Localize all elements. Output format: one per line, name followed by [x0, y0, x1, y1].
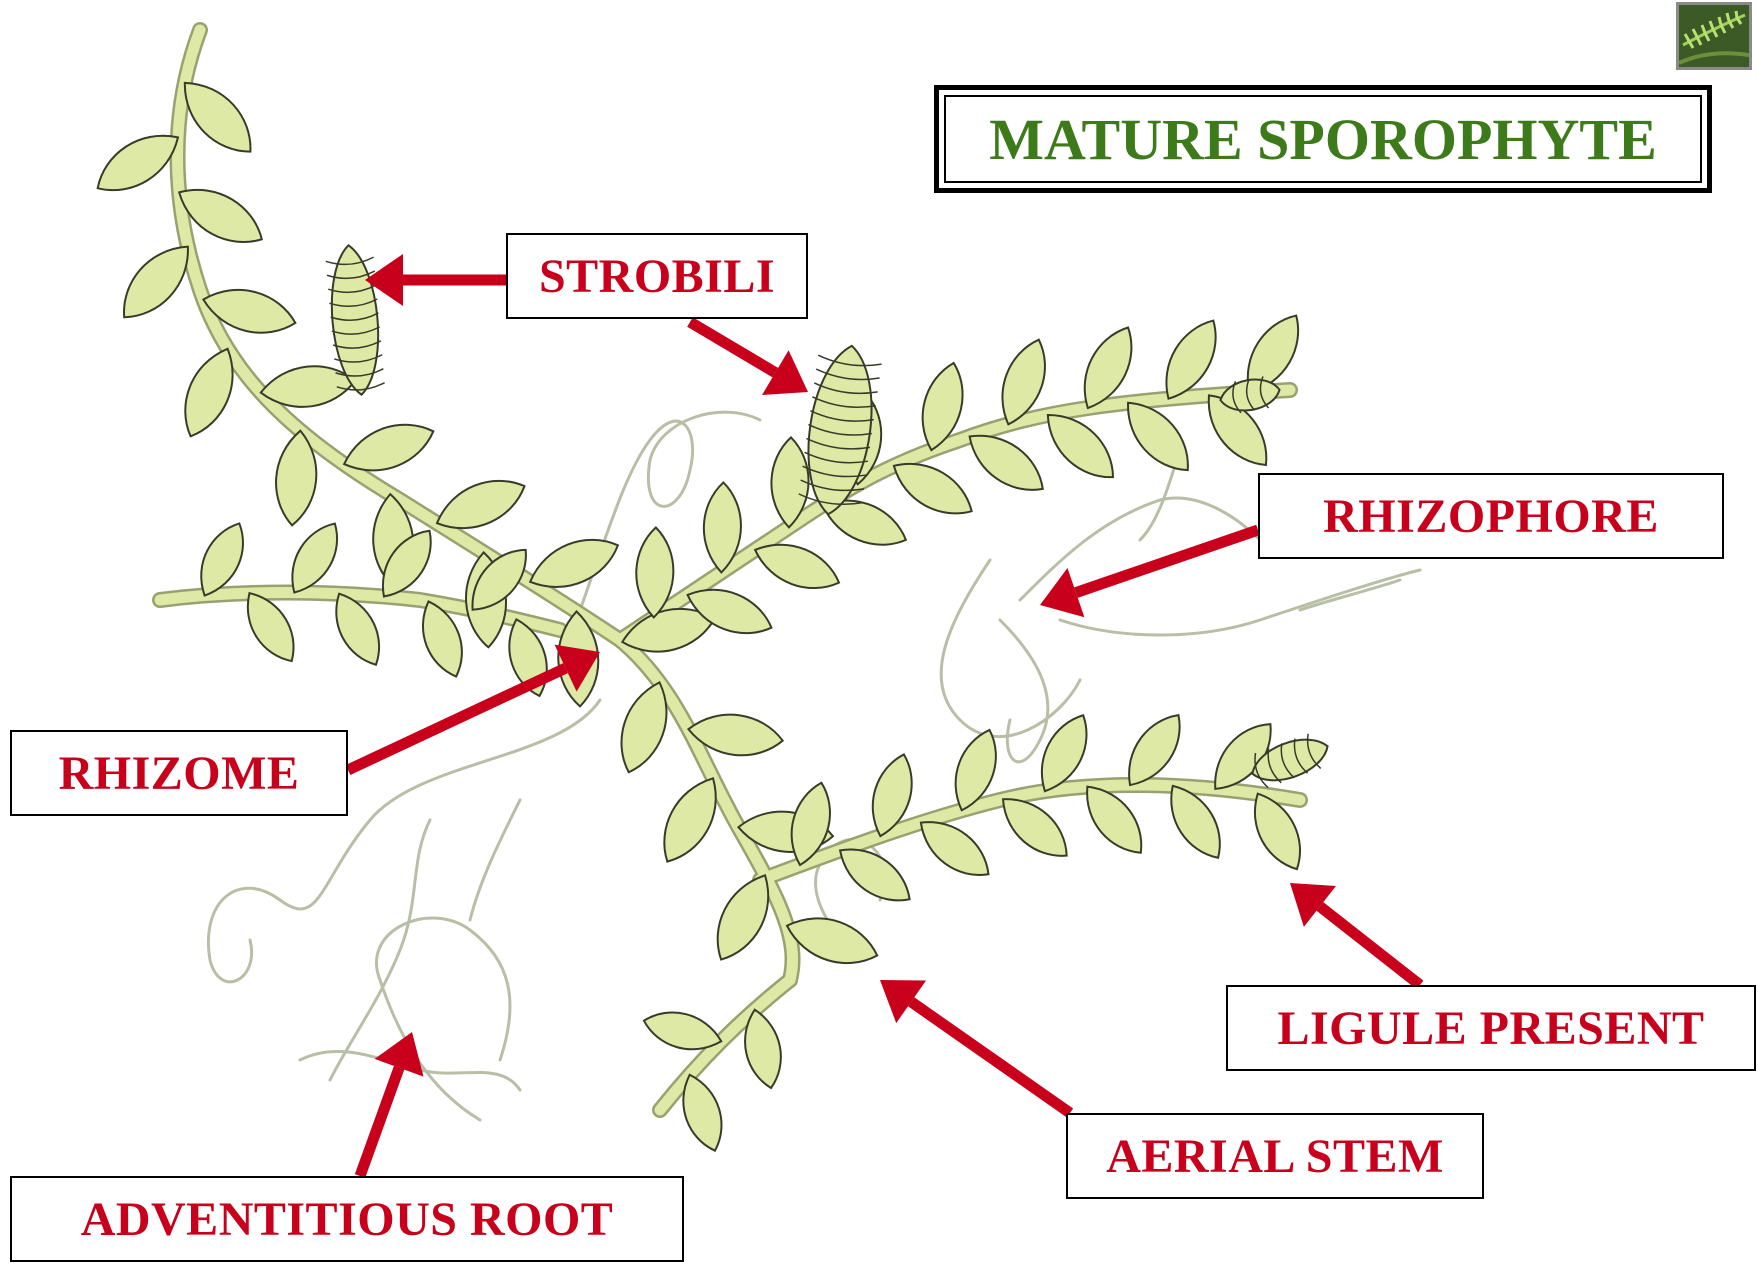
arrow-strobili-right-shaft: [690, 322, 775, 373]
leaf: [109, 233, 202, 330]
label-rhizophore: RHIZOPHORE: [1258, 473, 1724, 559]
arrow-adventitious-root-shaft: [360, 1068, 399, 1176]
strobilus: [796, 341, 883, 518]
root-line: [1000, 620, 1048, 762]
arrow-ligule-shaft: [1320, 906, 1420, 985]
title-frame: MATURE SPOROPHYTE: [934, 85, 1712, 193]
label-aerial-stem: AERIAL STEM: [1066, 1113, 1484, 1199]
label-rhizome: RHIZOME: [10, 730, 348, 816]
root-line: [470, 800, 520, 920]
label-ligule-present: LIGULE PRESENT: [1226, 985, 1756, 1071]
label-strobili: STROBILI: [506, 233, 808, 319]
strobilus-outline: [798, 342, 881, 519]
page-title: MATURE SPOROPHYTE: [944, 95, 1702, 183]
arrow-rhizophore-shaft: [1076, 530, 1258, 593]
root-line: [1300, 580, 1400, 610]
label-adventitious-root: ADVENTITIOUS ROOT: [10, 1176, 684, 1262]
fern-thumbnail-icon[interactable]: [1676, 2, 1752, 70]
arrow-aerial-stem-shaft: [911, 1002, 1070, 1113]
arrow-rhizome-shaft: [348, 668, 566, 770]
